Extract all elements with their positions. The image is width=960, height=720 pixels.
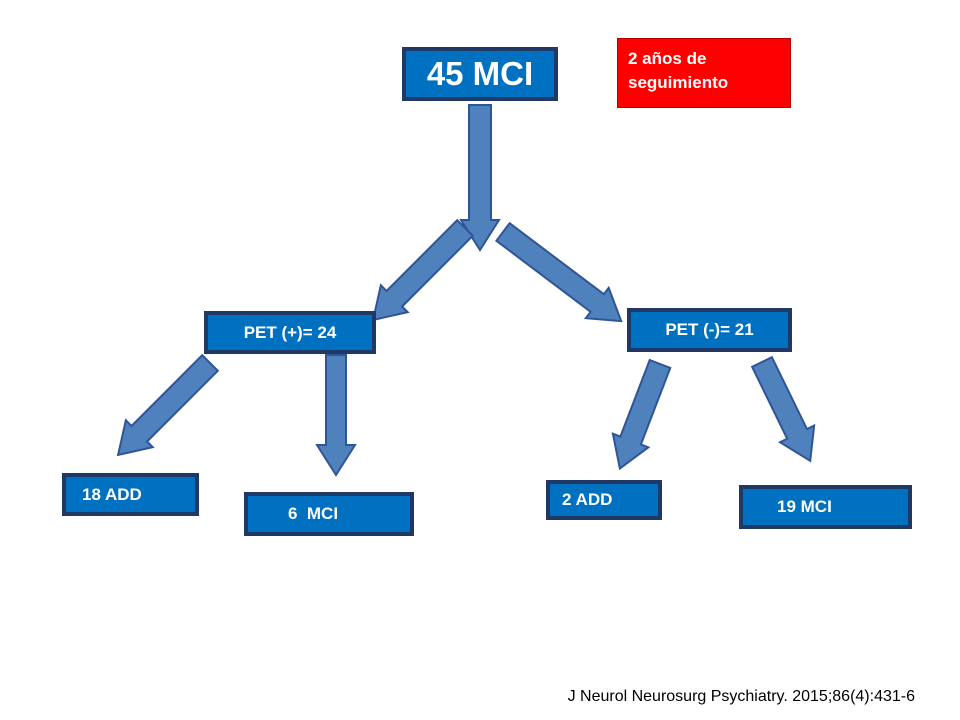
outcome-2-add-node: 2 ADD <box>546 480 662 520</box>
root-node: 45 MCI <box>402 47 558 101</box>
outcome-18-add-label: 18 ADD <box>82 484 142 504</box>
outcome-19-mci-node: 19 MCI <box>739 485 912 529</box>
arrow-to-pet-negative <box>494 221 623 323</box>
pet-negative-node: PET (-)= 21 <box>627 308 792 352</box>
pet-positive-label: PET (+)= 24 <box>243 322 337 342</box>
followup-note: 2 años de seguimiento <box>617 38 791 108</box>
outcome-6-mci-label: 6 MCI <box>288 504 339 523</box>
outcome-2-add-label: 2 ADD <box>562 490 613 509</box>
followup-label: 2 años de seguimiento <box>628 49 729 92</box>
root-label: 45 MCI <box>426 55 534 92</box>
arrow-to-6-mci <box>315 354 357 477</box>
pet-negative-label: PET (-)= 21 <box>665 320 754 339</box>
arrow-to-2-add <box>611 358 672 471</box>
arrow-to-19-mci <box>750 355 816 463</box>
outcome-19-mci-label: 19 MCI <box>777 497 832 516</box>
arrow-root-down <box>459 104 501 252</box>
outcome-18-add-node: 18 ADD <box>62 473 199 516</box>
outcome-6-mci-node: 6 MCI <box>244 492 414 536</box>
arrow-to-18-add <box>116 353 220 457</box>
citation: J Neurol Neurosurg Psychiatry. 2015;86(4… <box>567 688 915 705</box>
arrow-to-pet-positive <box>371 218 475 322</box>
pet-positive-node: PET (+)= 24 <box>204 311 376 354</box>
